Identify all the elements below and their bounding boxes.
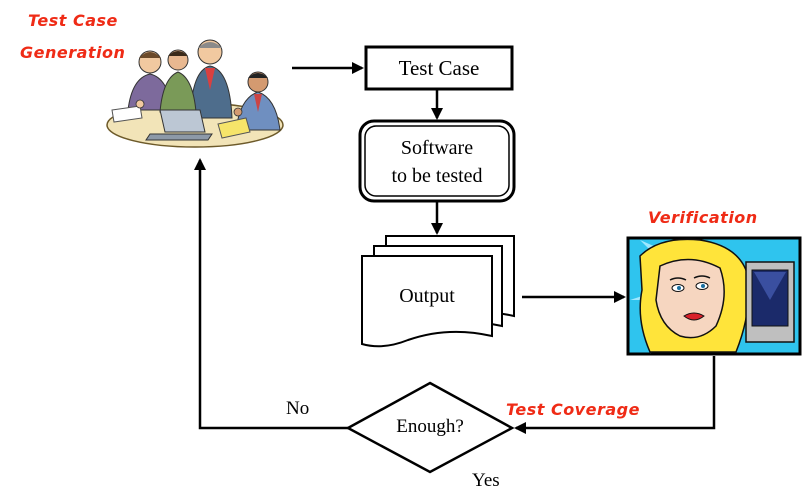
test-case-box bbox=[364, 45, 514, 91]
team-meeting-illustration bbox=[106, 39, 284, 148]
software-box bbox=[358, 119, 516, 203]
arrow-verification-to-decision bbox=[514, 356, 716, 434]
output-document-stack bbox=[361, 235, 515, 348]
verification-label: Verification bbox=[648, 208, 758, 227]
software-node-label-line1: Software bbox=[400, 137, 474, 159]
yes-edge-label: Yes bbox=[472, 470, 500, 491]
test-case-generation-label-line2: Generation bbox=[20, 43, 126, 62]
software-node-label-line2: to be tested bbox=[391, 165, 483, 187]
test-coverage-label: Test Coverage bbox=[506, 400, 640, 419]
test-case-generation-label-line1: Test Case bbox=[28, 11, 118, 30]
arrow-no-loop-to-generation bbox=[194, 158, 348, 430]
verification-illustration bbox=[626, 236, 802, 356]
decision-node-label: Enough? bbox=[396, 416, 464, 437]
no-edge-label: No bbox=[286, 398, 310, 419]
output-node-label: Output bbox=[399, 285, 455, 307]
test-case-node-label: Test Case bbox=[398, 56, 480, 80]
enough-decision-diamond bbox=[345, 381, 515, 474]
